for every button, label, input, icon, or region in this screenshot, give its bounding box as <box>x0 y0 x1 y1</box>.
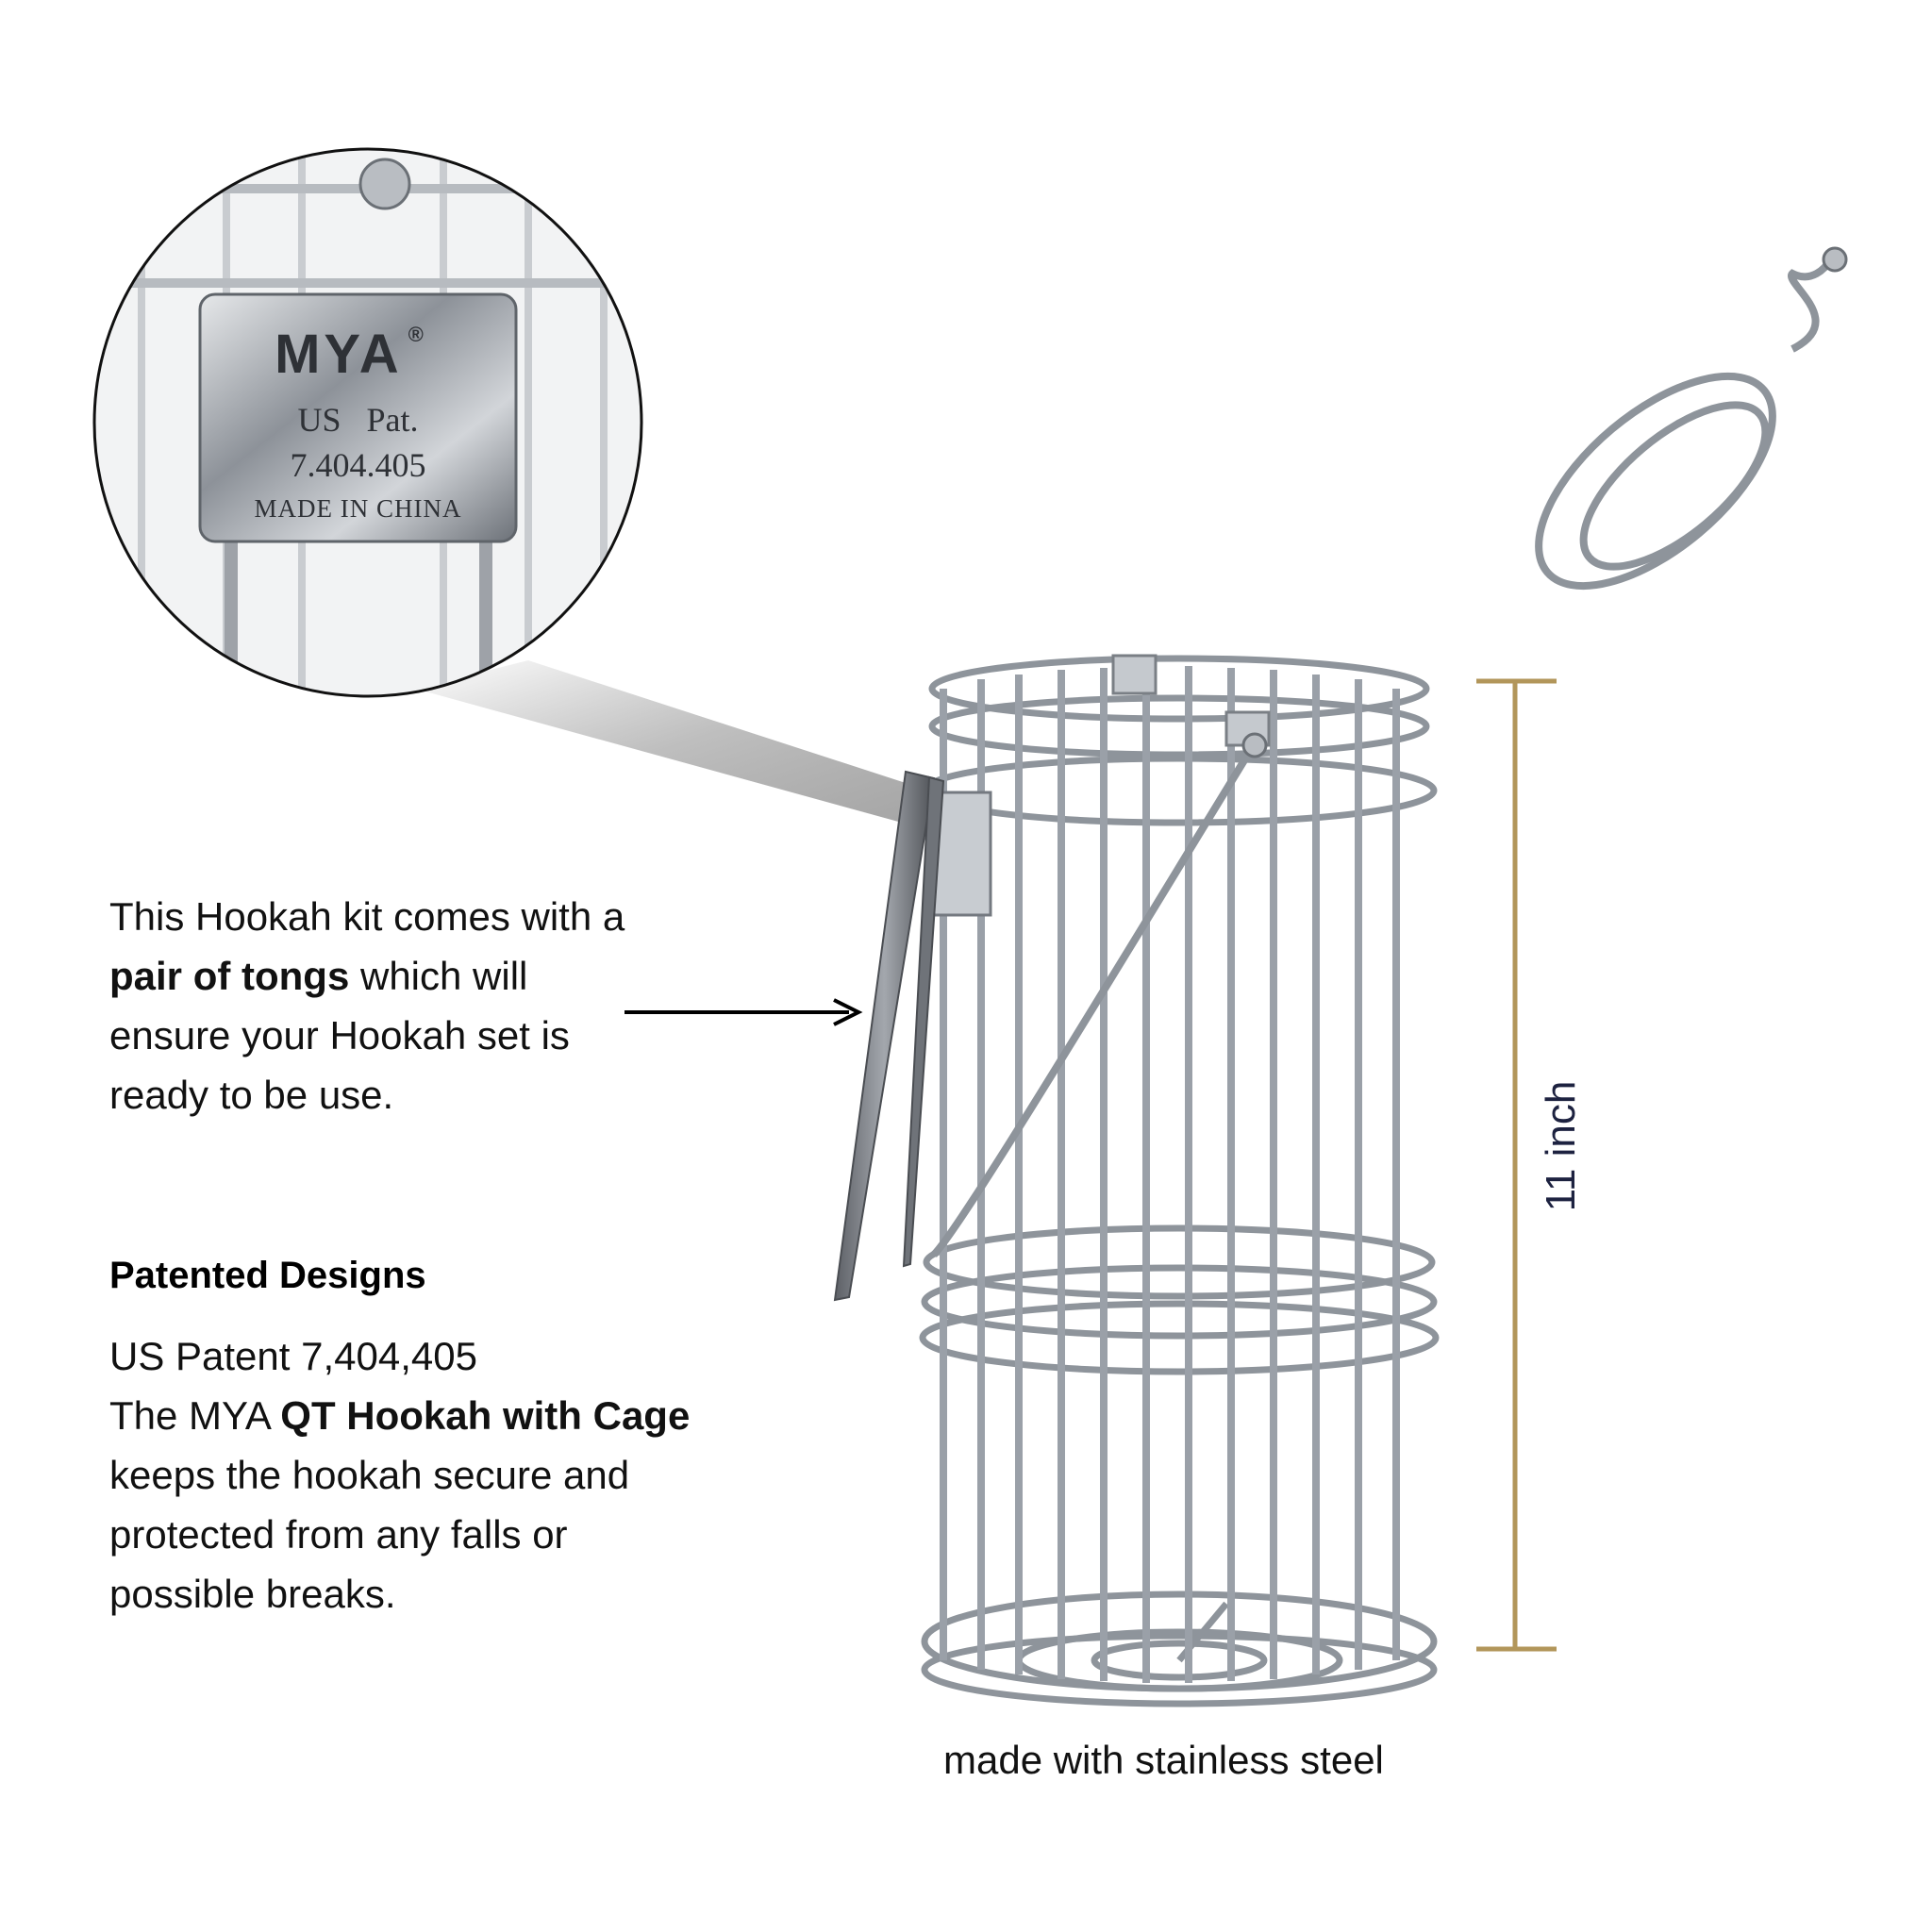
patent-benefit: keeps the hookah secure and protected fr… <box>109 1453 630 1616</box>
tag-line3: MADE IN CHINA <box>254 494 462 523</box>
dimension-line <box>1476 678 1557 1652</box>
tongs-arrow-head <box>833 998 863 1026</box>
cage <box>919 655 1440 1707</box>
material-caption: made with stainless steel <box>943 1738 1384 1782</box>
cage-lid <box>1535 257 1834 591</box>
patent-product-line: The MYA QT Hookah with Cage <box>109 1393 691 1438</box>
height-label: 11 inch <box>1538 1080 1584 1212</box>
tag-line1: US Pat. <box>297 401 419 439</box>
tongs-description: This Hookah kit comes with a pair of ton… <box>109 894 625 1117</box>
zoom-circle <box>94 149 641 696</box>
zoom-tag: MYA® US Pat. 7.404.405 MADE IN CHINA <box>200 294 516 541</box>
tag-line2: 7.404.405 <box>290 446 426 484</box>
tongs-emphasis: pair of tongs <box>109 954 350 998</box>
patent-number: US Patent 7,404,405 <box>109 1334 477 1378</box>
patent-description: US Patent 7,404,405 The MYA QT Hookah wi… <box>109 1326 770 1624</box>
registered-mark: ® <box>408 323 427 346</box>
zoom-beam <box>415 660 929 830</box>
patent-heading: Patented Designs <box>109 1255 426 1296</box>
tag-brand: MYA® <box>275 323 427 385</box>
tongs <box>833 770 945 1302</box>
product-name: QT Hookah with Cage <box>280 1393 691 1438</box>
cage-handle <box>931 741 1258 1257</box>
